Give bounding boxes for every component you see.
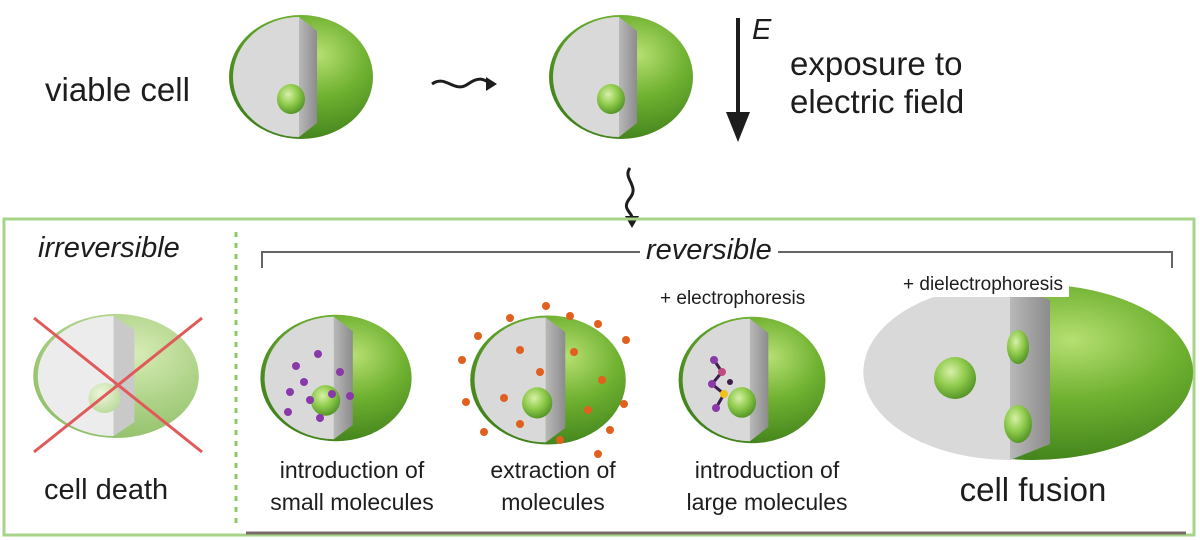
extracted-molecule-dots xyxy=(458,302,630,458)
field-symbol-label: E xyxy=(752,14,772,46)
exposure-label-line2: electric field xyxy=(790,83,965,120)
irreversible-label: irreversible xyxy=(32,232,186,265)
cell-death-label: cell death xyxy=(38,474,175,507)
small-molecules-line2: small molecules xyxy=(270,489,434,515)
cell-large-molecules xyxy=(678,316,826,444)
reversible-label: reversible xyxy=(640,234,778,267)
death-cross xyxy=(33,316,203,454)
electrophoresis-label: + electrophoresis xyxy=(654,286,812,312)
large-molecule-chain xyxy=(708,356,733,412)
small-molecule-dots xyxy=(284,350,354,422)
fused-cell xyxy=(863,284,1193,460)
transition-arrow-head xyxy=(486,77,497,91)
cell-fusion-label: cell fusion xyxy=(959,471,1107,508)
electric-field-arrow xyxy=(726,18,750,142)
cell-small-molecules xyxy=(260,314,412,442)
cell-extraction xyxy=(458,302,630,458)
extraction-line2: molecules xyxy=(501,489,605,515)
small-molecules-line1: introduction of xyxy=(279,457,425,483)
large-molecules-line1: introduction of xyxy=(694,457,840,483)
large-molecules-line2: large molecules xyxy=(686,489,848,515)
dead-cell xyxy=(33,314,199,438)
transition-arrow-squiggle xyxy=(431,77,493,89)
outcome-panel xyxy=(2,217,1196,537)
viable-cell-label: viable cell xyxy=(45,71,190,108)
dielectrophoresis-label: + dielectrophoresis xyxy=(897,272,1070,298)
exposure-label-line1: exposure to xyxy=(790,45,963,82)
viable-cell xyxy=(229,15,373,139)
extraction-line1: extraction of xyxy=(490,457,616,483)
exposed-cell xyxy=(549,15,693,139)
